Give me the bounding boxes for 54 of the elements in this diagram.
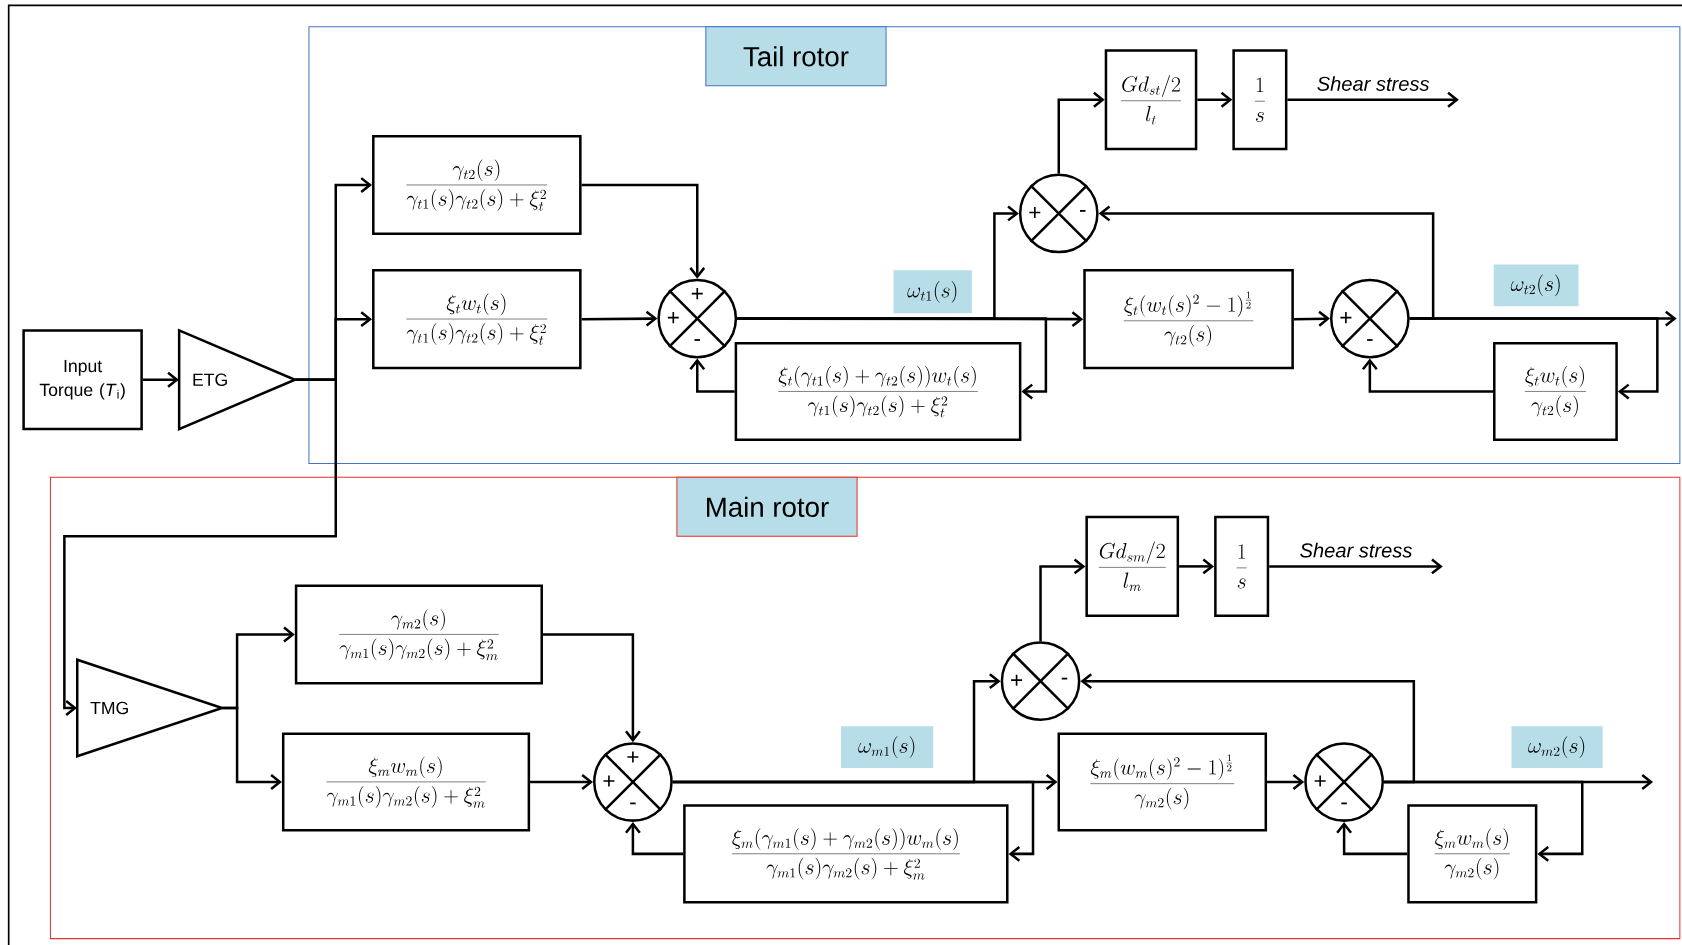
arrow	[1098, 205, 1435, 320]
summing-junction: + -	[1000, 641, 1081, 722]
transfer-function-block: $\frac{\xi_m(\gamma_{m1}(s)+\gamma_{m2}(s))w_m(s)}{\gamma_{m1}(s)\gamma_{m2}(s)+\xi_m^2}$	[683, 804, 1009, 904]
arrow	[530, 774, 594, 790]
signal-label: $\omega_{m2}(s)$	[1511, 726, 1603, 769]
summing-junction: + + -	[657, 278, 738, 359]
transfer-function-block: $\frac{1}{s}$	[1232, 49, 1288, 151]
summing-junction: + -	[1304, 742, 1384, 822]
arrow	[1269, 558, 1443, 575]
arrow	[1197, 91, 1233, 108]
arrow	[672, 780, 1035, 862]
transfer-function-block: $\frac{\xi_m w_m(s)}{\gamma_{m1}(s)\gamma_{m2}(s)+\xi_m^2}$	[281, 732, 531, 832]
transfer-function-block: $\frac{1}{s}$	[1214, 515, 1270, 617]
transfer-function-block: $\frac{\xi_t(w_t(s)^2-1)^{\frac{1}{2}}}{\gamma_{t2}(s)}$	[1083, 269, 1294, 370]
transfer-function-block: $\frac{\xi_t w_t(s)}{\gamma_{t1}(s)\gamma_{t2}(s)+\xi_t^2}$	[372, 269, 582, 370]
region-title: Tail rotor	[705, 26, 887, 87]
arrow	[1409, 317, 1659, 400]
arrow	[543, 633, 641, 743]
arrow	[625, 821, 684, 856]
arrow	[1384, 780, 1584, 862]
signal-label: $\omega_{m1}(s)$	[841, 726, 934, 769]
transfer-function-block: $\frac{Gd_{st}/2}{l_t}$	[1104, 49, 1198, 151]
transfer-function-block: $\frac{Gd_{sm}/2}{l_m}$	[1085, 515, 1180, 617]
transfer-function-block: $\frac{\gamma_{m2}(s)}{\gamma_{m1}(s)\gamma_{m2}(s)+\xi_m^2}$	[294, 584, 543, 685]
arrow	[63, 378, 337, 716]
signal-label: $\omega_{t1}(s)$	[893, 270, 972, 314]
input-box: Input Torque (T$_{i}$)	[22, 329, 143, 431]
signal-label: $\omega_{t2}(s)$	[1493, 264, 1579, 307]
summing-junction: + -	[1018, 173, 1099, 254]
transfer-function-block: $\frac{\xi_t w_t(s)}{\gamma_{t2}(s)}$	[1493, 342, 1618, 442]
arrow	[1287, 91, 1459, 108]
arrow	[737, 317, 1048, 400]
arrow	[222, 706, 282, 790]
transfer-function-block: $\frac{\xi_t(\gamma_{t1}(s)+\gamma_{t2}(s))w_t(s)}{\gamma_{t1}(s)\gamma_{t2}(s)+\xi_t^2}$	[734, 342, 1022, 442]
arrow	[1293, 310, 1330, 327]
arrow	[1080, 673, 1416, 784]
transfer-function-block: $\frac{\xi_m w_m(s)}{\gamma_{m2}(s)}$	[1407, 804, 1538, 904]
arrow	[1336, 821, 1408, 856]
transfer-function-block: $\frac{\xi_m(w_m(s)^2-1)^{\frac{1}{2}}}{\gamma_{m2}(s)}$	[1057, 732, 1268, 832]
arrow	[581, 183, 706, 279]
summing-junction: + + -	[593, 742, 673, 822]
arrow	[1179, 558, 1215, 575]
arrow	[689, 358, 735, 393]
arrow	[142, 371, 179, 388]
region-title: Main rotor	[676, 476, 858, 537]
arrow	[1267, 774, 1305, 790]
arrow	[1039, 558, 1086, 642]
edge-label: Shear stress	[1300, 542, 1412, 558]
arrow	[1057, 91, 1105, 174]
edge-label: Shear stress	[1317, 76, 1430, 91]
arrow	[1361, 358, 1494, 393]
summing-junction: + -	[1330, 278, 1410, 359]
transfer-function-block: $\frac{\gamma_{t2}(s)}{\gamma_{t1}(s)\gamma_{t2}(s)+\xi_t^2}$	[372, 134, 582, 236]
arrow	[581, 310, 658, 327]
